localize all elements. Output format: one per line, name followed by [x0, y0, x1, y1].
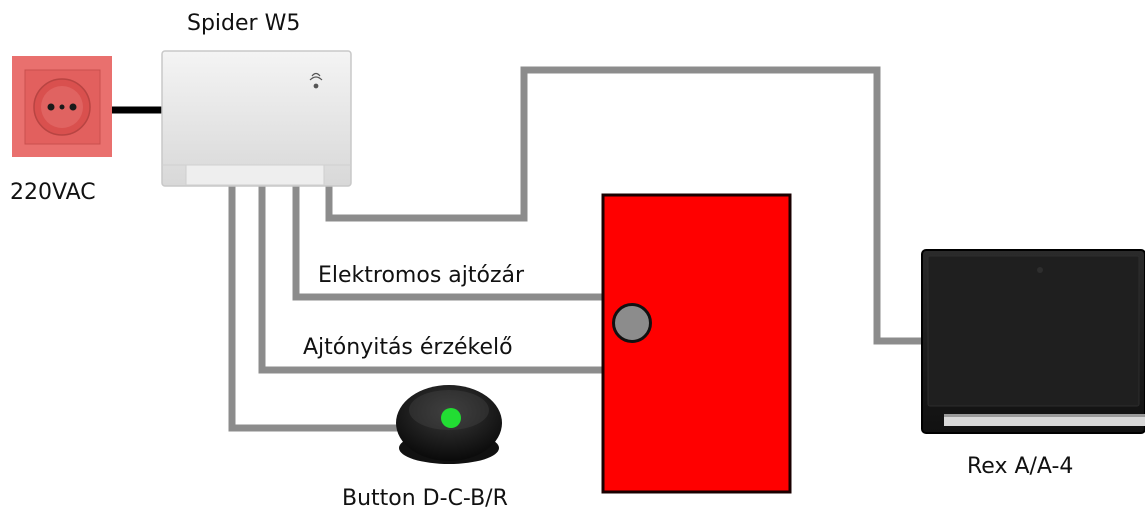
button-led-icon: [441, 408, 461, 428]
door-lock-icon: [612, 303, 652, 343]
lock-label: Elektromos ajtózár: [318, 263, 525, 288]
exit-reader-device-icon: [921, 249, 1145, 434]
wire-lock: [292, 178, 612, 301]
wall-socket-icon: [12, 56, 112, 157]
wifi-logo-icon: [309, 72, 323, 89]
controller-device-icon: [161, 50, 352, 187]
power-label: 220VAC: [10, 180, 96, 205]
wire-reader: [325, 66, 922, 345]
controller-label: Spider W5: [187, 11, 300, 36]
wires: [228, 66, 922, 432]
door-icon: [601, 193, 792, 494]
exit-button-icon: [396, 385, 502, 464]
reader-label: Rex A/A-4: [967, 454, 1073, 479]
sensor-label: Ajtónyitás érzékelő: [303, 335, 513, 360]
wire-button: [228, 178, 410, 432]
button-label: Button D-C-B/R: [342, 486, 508, 511]
wire-door-sensor: [258, 178, 604, 374]
